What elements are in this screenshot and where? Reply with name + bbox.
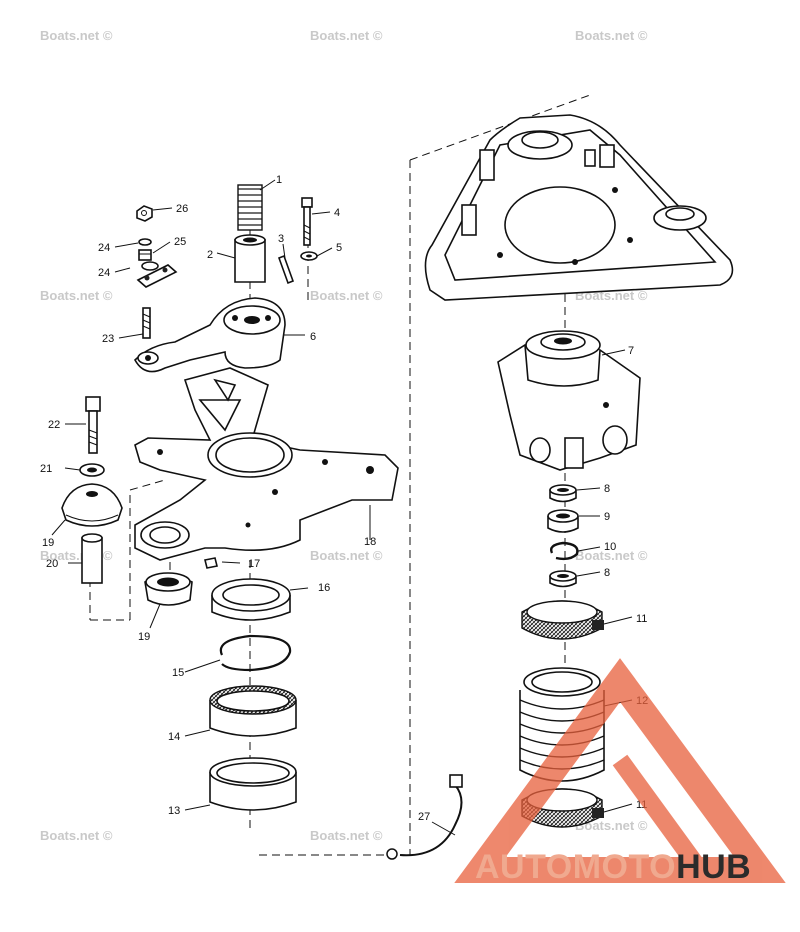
callout-7: 7 [628, 345, 634, 357]
callout-4: 4 [334, 207, 340, 219]
watermark-text: Boats.net © [575, 818, 648, 833]
callout-2: 2 [207, 249, 213, 261]
watermark-text: Boats.net © [40, 288, 113, 303]
callout-20: 20 [46, 558, 58, 570]
sleeve-2 [234, 234, 266, 283]
callout-labels: 1 2 3 4 5 6 7 8 9 10 8 11 12 11 13 14 15… [40, 174, 648, 823]
mount-19-lower [144, 572, 193, 606]
callout-6: 6 [310, 331, 316, 343]
callout-23: 23 [102, 333, 114, 345]
callout-19-upper: 19 [42, 537, 54, 549]
watermark-text: Boats.net © [575, 548, 648, 563]
callout-14: 14 [168, 731, 180, 743]
ground-wire-27 [386, 774, 463, 860]
hose-clamp-11-upper [521, 600, 604, 640]
retaining-ring-15 [219, 634, 292, 672]
pin-3 [277, 254, 295, 285]
nut-26 [136, 205, 153, 222]
callout-11-upper: 11 [636, 613, 647, 625]
callout-22: 22 [48, 419, 60, 431]
watermark-text: Boats.net © [310, 828, 383, 843]
watermark-text: Boats.net © [575, 28, 648, 43]
stud-23 [142, 307, 151, 339]
transom-plate-assembly [424, 114, 734, 301]
seal-8-upper [549, 484, 577, 503]
callout-13: 13 [168, 805, 180, 817]
circlip-10 [549, 541, 579, 561]
callout-25: 25 [174, 236, 186, 248]
callout-17: 17 [248, 558, 260, 570]
knurled-sleeve-14 [209, 685, 297, 737]
washer-21 [79, 463, 105, 477]
watermark-text: Boats.net © [40, 828, 113, 843]
callout-3: 3 [278, 233, 284, 245]
watermark-text: Boats.net © [310, 288, 383, 303]
bolt-4 [301, 197, 313, 246]
callout-24-upper: 24 [98, 242, 110, 254]
callout-5: 5 [336, 242, 342, 254]
callout-10: 10 [604, 541, 616, 553]
bolt-22 [85, 396, 101, 454]
callout-19-lower: 19 [138, 631, 150, 643]
bushing-9 [547, 509, 579, 533]
seal-8-lower [549, 570, 577, 588]
screw-17 [204, 557, 218, 569]
callout-18: 18 [364, 536, 376, 548]
brand-logo-triangle [454, 658, 786, 883]
callout-8-lower: 8 [604, 567, 610, 579]
bearing-housing-7 [497, 330, 641, 471]
brand-wordmark-part1: AUTOMOTO [475, 848, 677, 886]
callout-15: 15 [172, 667, 184, 679]
watermark-text: Boats.net © [40, 28, 113, 43]
watermarks: Boats.net © Boats.net © Boats.net © Boat… [40, 28, 648, 843]
watermark-text: Boats.net © [310, 548, 383, 563]
washer-24-upper [138, 238, 152, 246]
nut-25 [138, 249, 152, 261]
watermark-text: Boats.net © [310, 28, 383, 43]
washer-5 [300, 251, 318, 261]
sleeve-20 [81, 533, 103, 584]
spring-1 [237, 184, 263, 231]
callout-24-lower: 24 [98, 267, 110, 279]
callout-8-upper: 8 [604, 483, 610, 495]
sleeve-13 [209, 757, 297, 811]
callout-1: 1 [276, 174, 282, 186]
callout-16: 16 [318, 582, 330, 594]
callout-27: 27 [418, 811, 430, 823]
washer-24-lower [141, 261, 159, 271]
steering-arm-6 [134, 297, 286, 373]
mount-19-upper [61, 483, 123, 527]
bearing-16 [211, 578, 291, 621]
brand-wordmark: AUTOMOTOHUB [475, 848, 751, 887]
callout-9: 9 [604, 511, 610, 523]
callout-21: 21 [40, 463, 52, 475]
callout-26: 26 [176, 203, 188, 215]
link-bracket [136, 264, 178, 288]
gimbal-housing-18 [134, 367, 399, 561]
brand-wordmark-part2: HUB [676, 848, 752, 886]
